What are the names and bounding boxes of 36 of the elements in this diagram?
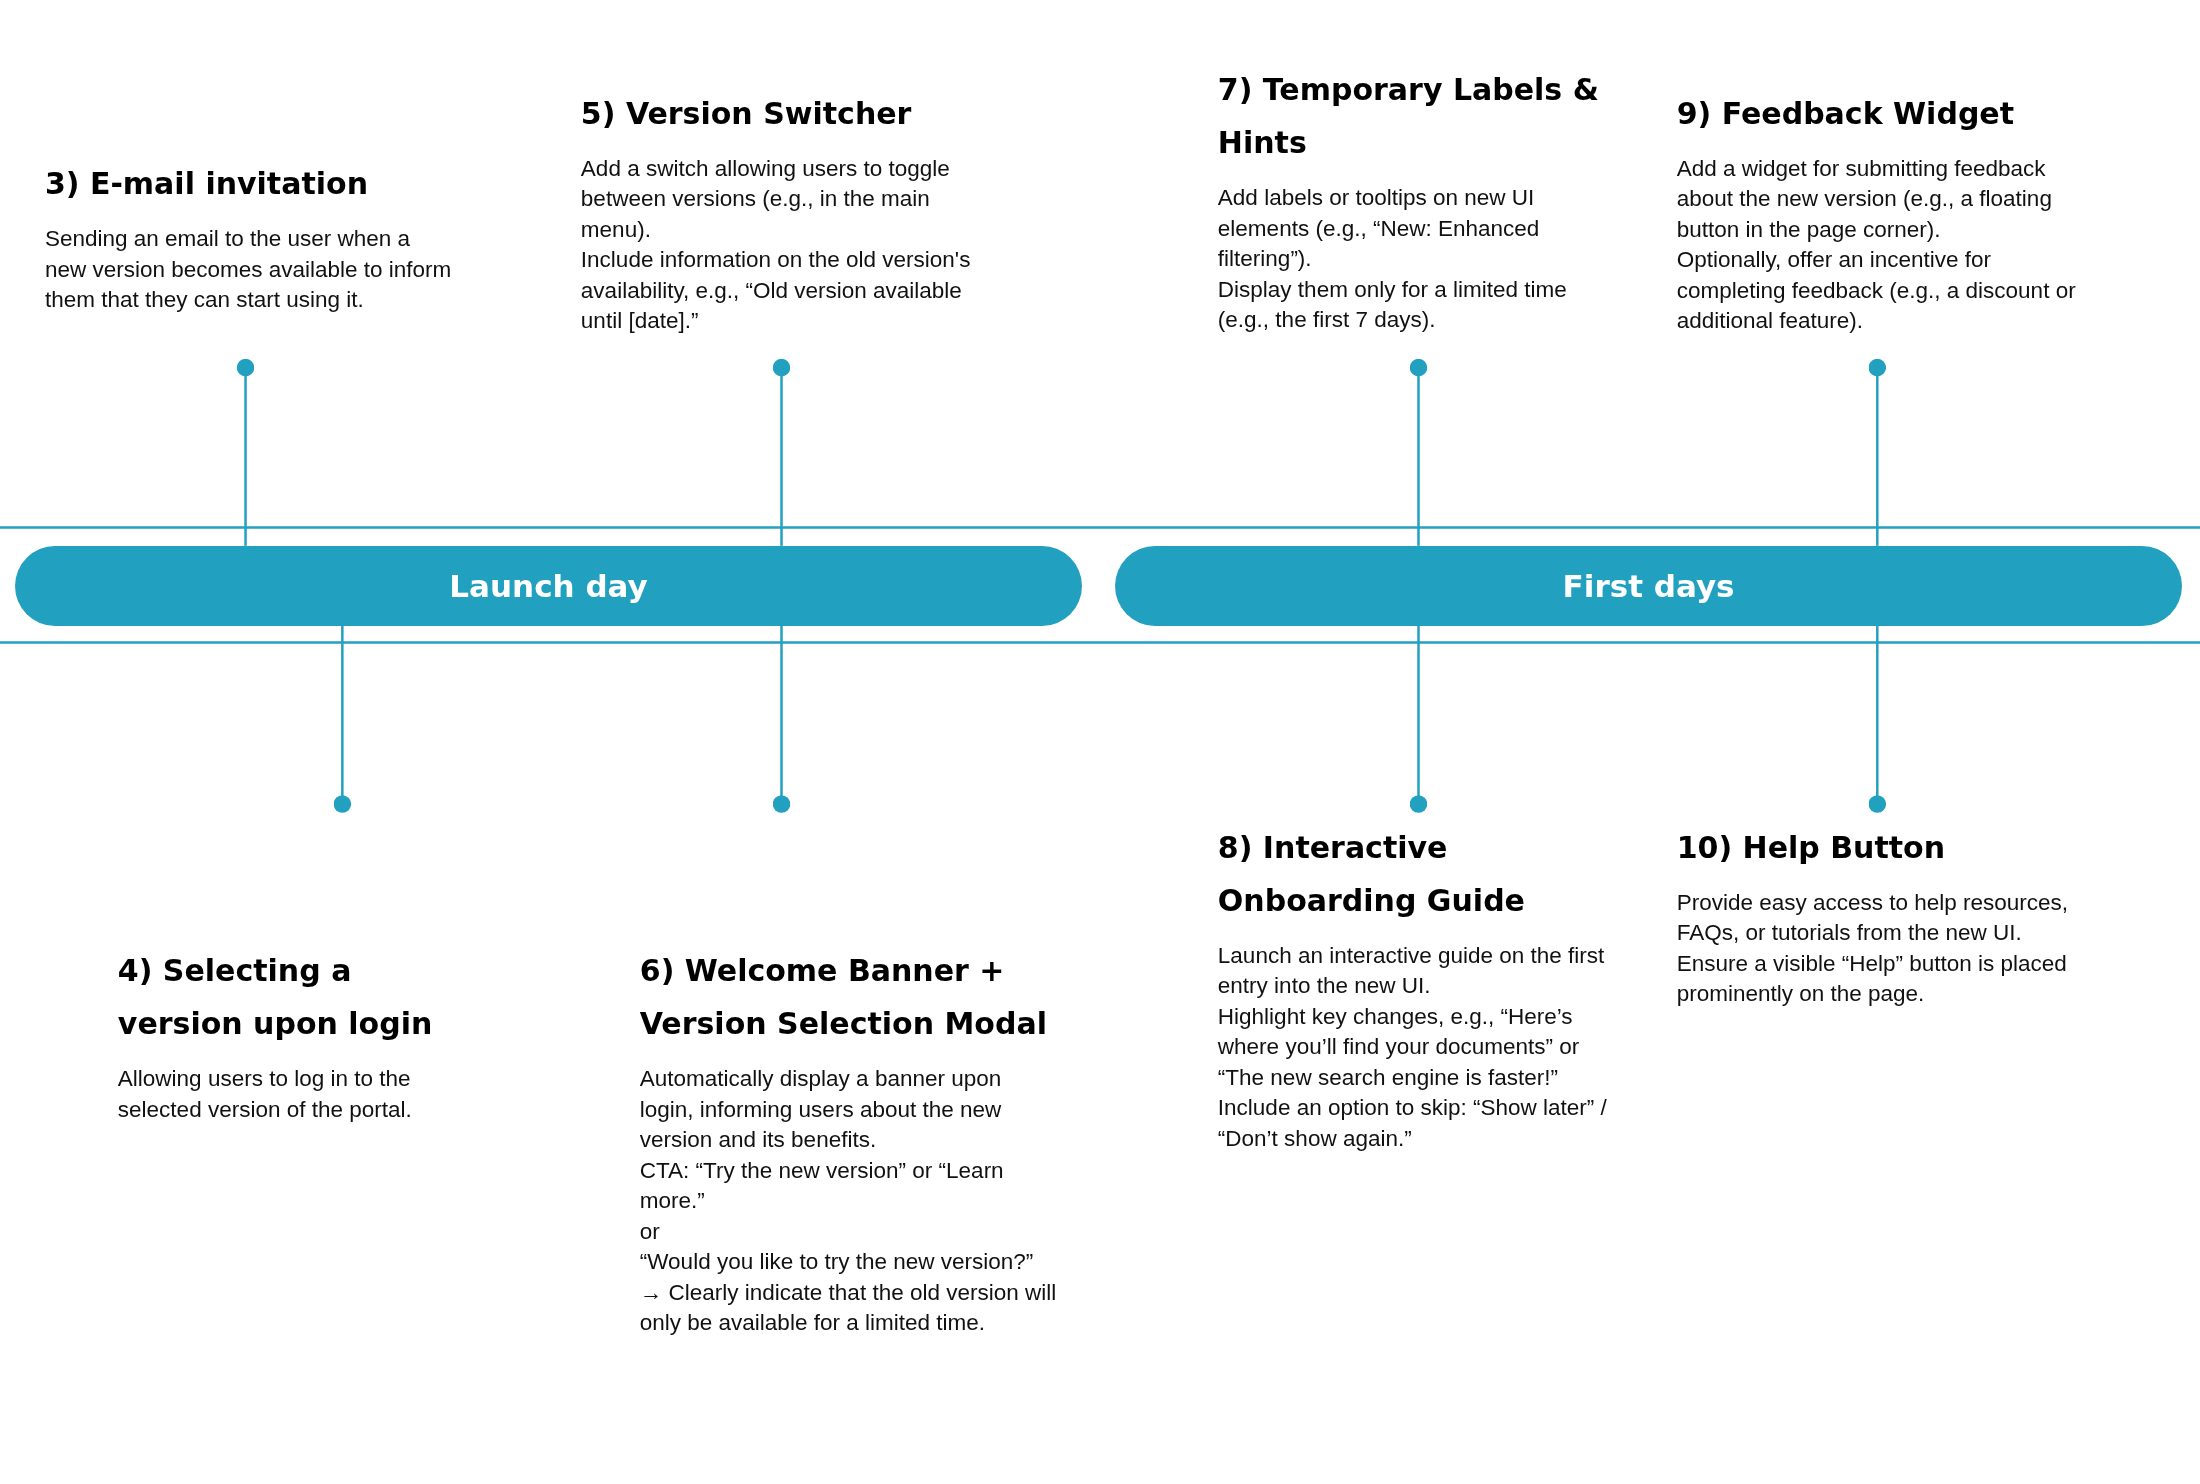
card-text: Highlight key changes, e.g., “Here’s where you’ll find your documents” or “The new search engine is faster!” [1217,1002,1581,1092]
card-title: 5) Version Switcher [580,95,912,133]
card-text: Provide easy access to help resources, FAQs, or tutorials from the new UI. [1676,888,2070,948]
card-text: CTA: “Try the new version” or “Learn more.” [639,1156,1005,1216]
card-text: Launch an interactive guide on the first entry into the new UI. [1217,941,1606,1001]
card-title: 7) Temporary Labels & Hints [1217,71,1600,163]
card-text: or [639,1217,661,1246]
card-text: Ensure a visible “Help” button is placed prominently on the page. [1676,949,2068,1009]
card-text: Sending an email to the user when a new version becomes available to inform them that they can start using it. [44,225,452,315]
card-text: → Clearly indicate that the old version will only be available for a limited time. [639,1278,1058,1338]
card-text: Display them only for a limited time (e.g., the first 7 days). [1217,275,1568,335]
card-title: 6) Welcome Banner + Version Selection Modal [639,952,1048,1044]
card-title: 4) Selecting a version upon login [117,952,434,1044]
phase-band: First days [1115,545,2182,626]
connector-line [772,358,791,546]
connector-line [333,625,352,813]
card-text: “Would you like to try the new version?” [639,1248,1035,1277]
card-text: Allowing users to log in to the selected version of the portal. [117,1065,413,1124]
connector-line [1409,358,1428,546]
card-title: 3) E-mail invitation [44,165,369,204]
connector-line [1409,625,1428,813]
card-text: Add labels or tooltips on new UI elements (e.g., “New: Enhanced filtering”). [1217,184,1541,274]
card-title: 9) Feedback Widget [1676,95,2015,133]
connector-line [1868,625,1887,813]
card-title: 8) Interactive Onboarding Guide [1217,828,1526,920]
card-text: Include information on the old version's availability, e.g., “Old version available until [date].” [580,246,972,336]
connector-line [772,625,791,813]
connector-line [1868,358,1887,546]
connector-line [236,358,255,546]
card-title: 10) Help Button [1676,828,1946,867]
card-text: Automatically display a banner upon login, informing users about the new version and its benefits. [639,1065,1003,1155]
phase-band: Launch day [15,545,1082,626]
card-text: Optionally, offer an incentive for completing feedback (e.g., a discount or additional feature). [1676,246,2077,336]
card-text: Add a widget for submitting feedback about the new version (e.g., a floating button in the page corner). [1676,155,2053,244]
card-text: Include an option to skip: “Show later” / “Don’t show again.” [1217,1094,1608,1153]
card-text: Add a switch allowing users to toggle between versions (e.g., in the main menu). [580,155,951,244]
